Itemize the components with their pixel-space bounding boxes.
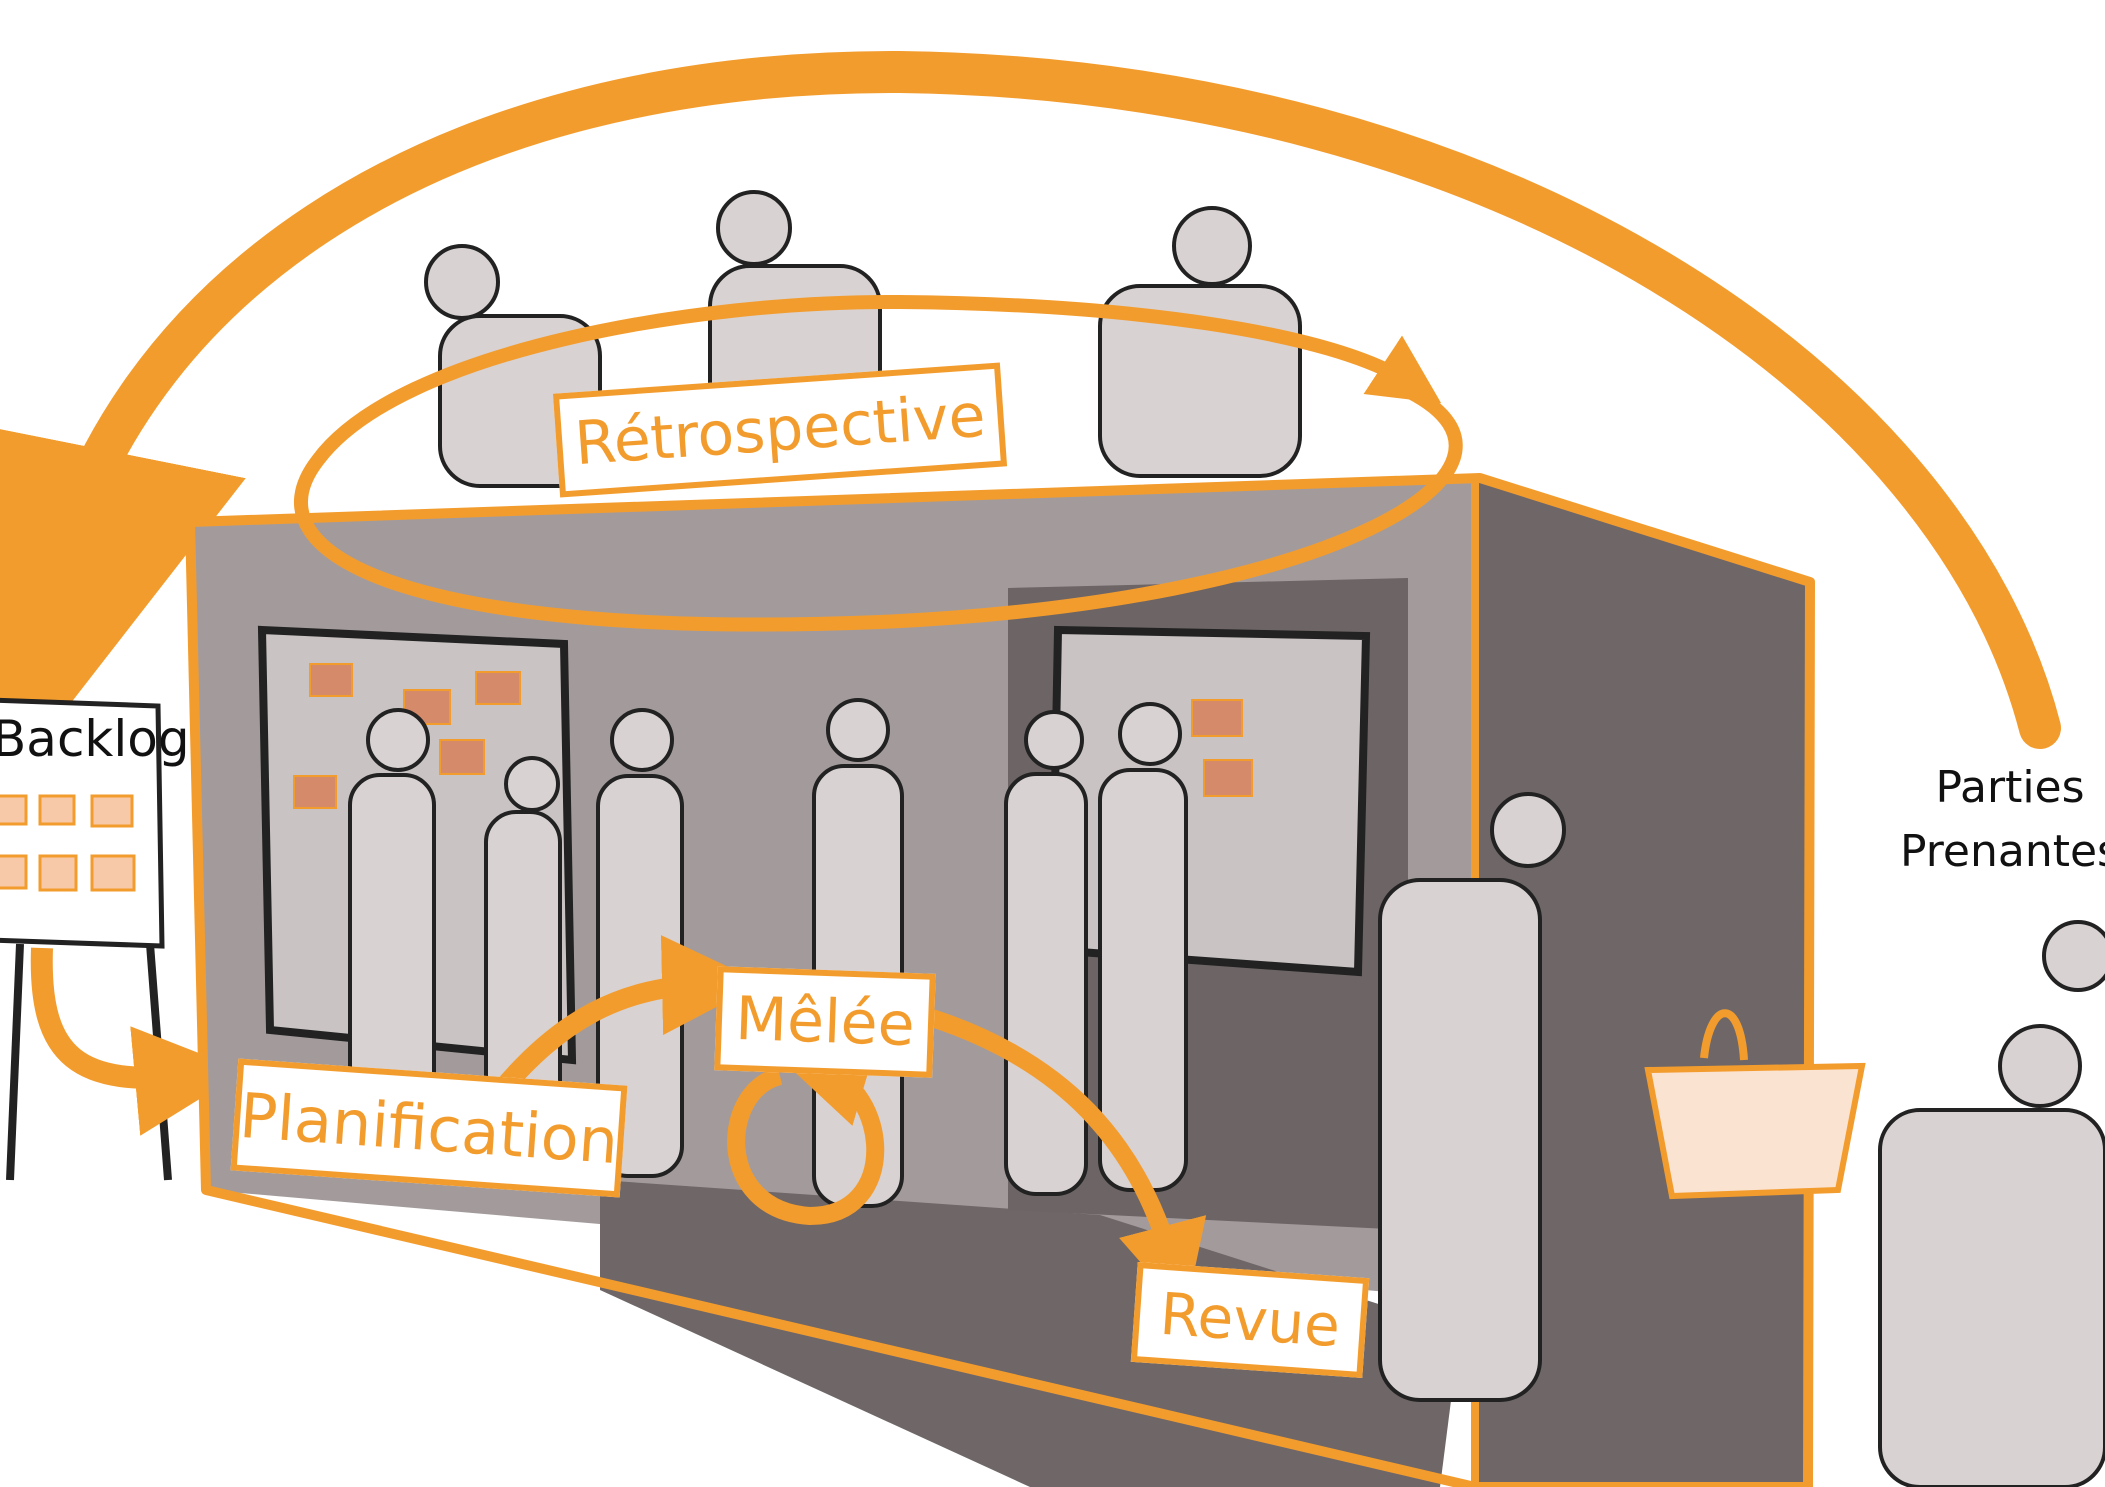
- person-6: [1098, 702, 1188, 1192]
- retro-person-3: [1098, 206, 1302, 478]
- product-basket: [1644, 1009, 1866, 1200]
- retrospective-loop-arrow: [293, 294, 1463, 632]
- stakeholders-label-line1: Parties: [1935, 762, 2085, 813]
- release-arrow: [0, 50, 2061, 775]
- person-5: [1004, 710, 1088, 1196]
- backlog-to-planning-arrow: [30, 947, 245, 1136]
- stakeholders-label: Parties Prenantes: [1890, 756, 2105, 884]
- scrum-label: Mêlée: [714, 966, 936, 1078]
- person-4: [812, 698, 904, 1208]
- stakeholder-1: [2042, 920, 2105, 992]
- scrum-to-review-arrow: [929, 1009, 1207, 1314]
- scrum-loop-arrow: [727, 1039, 885, 1226]
- person-1: [348, 708, 436, 1157]
- review-label: Revue: [1130, 1262, 1370, 1378]
- stakeholder-2: [1878, 1024, 2105, 1487]
- stakeholders-label-line2: Prenantes: [1900, 826, 2105, 877]
- planning-to-scrum-arrow: [490, 935, 762, 1101]
- person-7: [1378, 792, 1566, 1402]
- person-3: [596, 708, 684, 1178]
- backlog-label: Backlog: [0, 710, 190, 768]
- backlog-board: [0, 697, 172, 1181]
